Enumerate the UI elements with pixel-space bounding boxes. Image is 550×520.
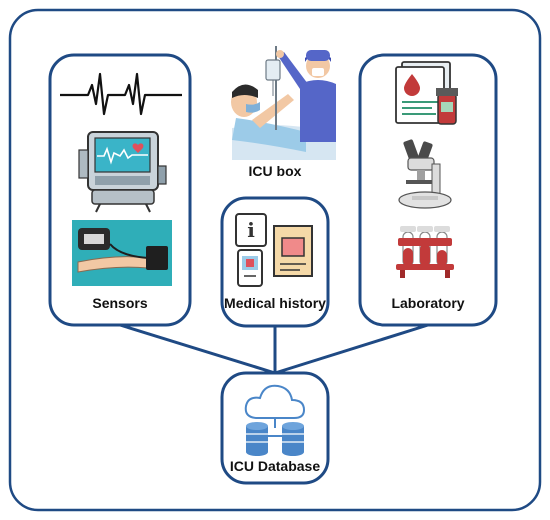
patient-in-bed-with-doctor-icon bbox=[231, 46, 336, 160]
cloud-database-icon bbox=[244, 384, 306, 456]
patient-monitor-icon bbox=[78, 131, 167, 213]
edge-laboratory-database bbox=[274, 323, 429, 375]
laboratory-label: Laboratory bbox=[391, 295, 464, 311]
laboratory-box bbox=[358, 53, 498, 327]
node-icu-box: ICU box bbox=[231, 46, 336, 179]
outer-frame bbox=[8, 8, 542, 512]
arm-sensor-icon bbox=[72, 220, 172, 286]
sensors-label: Sensors bbox=[92, 295, 147, 311]
lab-report-icon bbox=[395, 61, 458, 125]
node-sensors: Sensors bbox=[48, 53, 192, 327]
medical-history-label: Medical history bbox=[224, 295, 326, 311]
info-phone-document-icon: i bbox=[235, 213, 313, 287]
microscope-icon bbox=[398, 139, 452, 209]
icu-box-label: ICU box bbox=[249, 163, 302, 179]
edge-sensors-database bbox=[119, 323, 276, 375]
node-laboratory: Laboratory bbox=[358, 53, 498, 327]
edges bbox=[119, 323, 429, 375]
node-medical-history: i Medical history bbox=[220, 196, 330, 328]
test-tubes-icon bbox=[396, 226, 454, 278]
ecg-waveform-icon bbox=[60, 72, 182, 116]
svg-text:i: i bbox=[247, 218, 255, 242]
node-database: ICU Database bbox=[220, 371, 330, 485]
database-label: ICU Database bbox=[230, 458, 320, 474]
